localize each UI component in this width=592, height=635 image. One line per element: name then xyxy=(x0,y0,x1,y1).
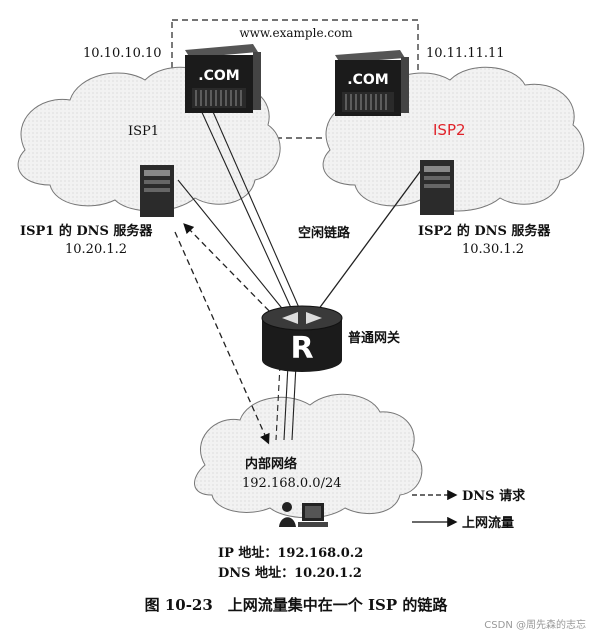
dns-request-down xyxy=(174,231,270,445)
traffic-line-d xyxy=(283,364,289,441)
isp1-dns-title: ISP1 的 DNS 服务器 xyxy=(20,223,153,239)
idle-link-label: 空闲链路 xyxy=(298,225,351,241)
server-right-label: .COM xyxy=(347,72,388,88)
traffic-line-e xyxy=(291,364,297,441)
isp2-label: ISP2 xyxy=(433,121,466,139)
internal-subnet: 192.168.0.0/24 xyxy=(242,476,342,491)
isp2-dns-title: ISP2 的 DNS 服务器 xyxy=(418,223,551,239)
server-right: .COM xyxy=(335,50,409,116)
host-computer-icon xyxy=(279,502,328,527)
isp1-label: ISP1 xyxy=(128,124,159,139)
legend-traffic: 上网流量 xyxy=(462,515,514,531)
isp2-dns-ip: 10.30.1.2 xyxy=(462,242,524,257)
legend: DNS 请求 上网流量 xyxy=(412,488,526,531)
ip-right: 10.11.11.11 xyxy=(426,46,505,61)
host-ip: IP 地址：192.168.0.2 xyxy=(218,545,363,561)
traffic-line-a xyxy=(209,104,301,311)
isp2-dns-server-icon xyxy=(420,160,454,215)
gateway-label: 普通网关 xyxy=(348,330,400,346)
traffic-line-b xyxy=(199,107,293,311)
traffic-line-f xyxy=(275,364,281,441)
internal-title: 内部网络 xyxy=(245,456,297,472)
idle-link-line xyxy=(317,164,426,311)
router-letter: R xyxy=(290,331,313,366)
router-icon: R xyxy=(261,305,343,372)
host-dns: DNS 地址：10.20.1.2 xyxy=(218,565,362,581)
ip-left: 10.10.10.10 xyxy=(83,46,162,61)
figure-caption: 图 10-23 上网流量集中在一个 ISP 的链路 xyxy=(145,596,449,614)
legend-dns-request: DNS 请求 xyxy=(462,488,526,504)
traffic-line-c xyxy=(177,179,286,313)
server-left-label: .COM xyxy=(198,68,239,84)
domain-label: www.example.com xyxy=(239,26,353,40)
isp1-dns-server-icon xyxy=(140,165,174,217)
server-left: .COM xyxy=(185,44,261,113)
internal-cloud xyxy=(194,393,423,519)
isp1-dns-ip: 10.20.1.2 xyxy=(65,242,127,257)
watermark: CSDN @周先森的志忘 xyxy=(484,618,586,631)
dns-request-up xyxy=(183,223,277,319)
